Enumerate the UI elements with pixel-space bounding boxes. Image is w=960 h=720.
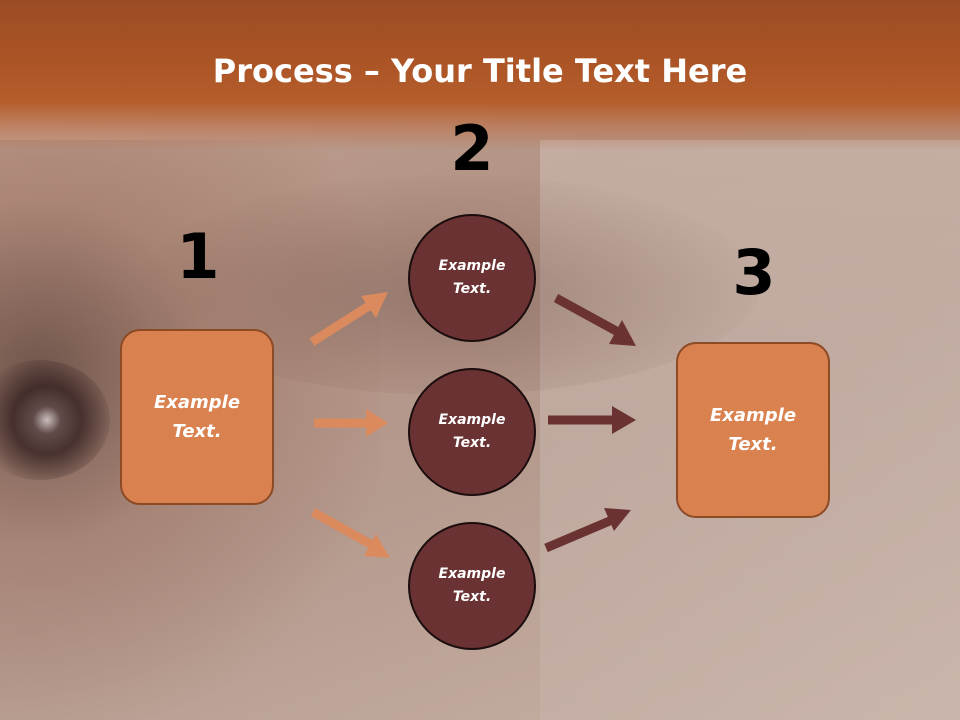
title-bold: Process [212, 52, 353, 90]
step-box-1: Example Text. [120, 329, 274, 505]
arrow-1-to-top [309, 292, 388, 346]
step-box-1-text: Example Text. [153, 392, 241, 442]
arrow-top-to-3 [553, 294, 636, 346]
step-number-1: 1 [176, 220, 220, 293]
arrow-bottom-to-3 [544, 508, 631, 553]
circle-top-text: Example Text. [438, 258, 506, 297]
circle-bottom: Example Text. [408, 522, 536, 650]
step-box-3: Example Text. [676, 342, 830, 518]
arrow-middle-to-3 [548, 406, 636, 434]
step-box-3-text: Example Text. [709, 405, 797, 455]
background-eye [0, 360, 110, 480]
slide-title: Process – Your Title Text Here [0, 52, 960, 90]
circle-bottom-text: Example Text. [438, 566, 506, 605]
circle-middle: Example Text. [408, 368, 536, 496]
step-number-3: 3 [732, 236, 776, 309]
title-bar: Process – Your Title Text Here [0, 0, 960, 150]
step-number-2: 2 [450, 112, 494, 185]
arrow-1-to-middle [314, 409, 388, 437]
arrow-1-to-bottom [310, 508, 390, 558]
circle-middle-text: Example Text. [438, 412, 506, 451]
title-rest: – Your Title Text Here [352, 52, 748, 90]
circle-top: Example Text. [408, 214, 536, 342]
